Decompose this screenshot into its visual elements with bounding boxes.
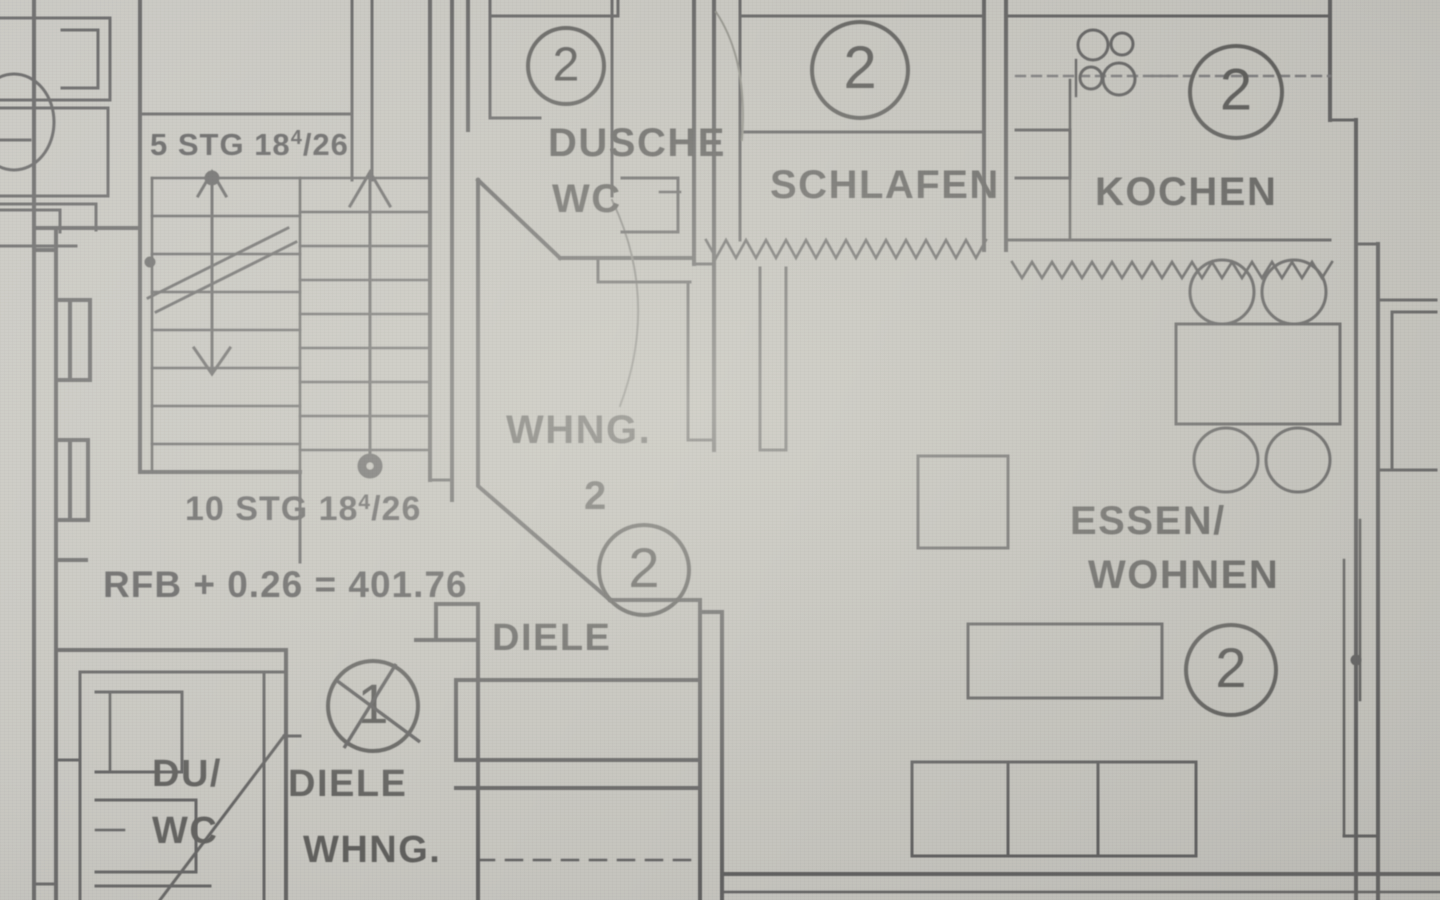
room-label-du_wc_a: DU/ (152, 753, 222, 795)
marker-number: 2 (843, 34, 876, 101)
room-label-schlafen: SCHLAFEN (770, 163, 1000, 207)
marker-number: 2 (1220, 57, 1252, 122)
room-label-whng1: WHNG. (303, 829, 441, 871)
room-label-wohnen: WOHNEN (1088, 553, 1279, 597)
marker-number: 2 (553, 38, 580, 91)
stair-note-upper: 5 STG 184/26 (150, 127, 349, 162)
room-label-essen: ESSEN/ (1070, 499, 1226, 543)
stair-note-lower: 10 STG 184/26 (185, 490, 421, 528)
floor-level-note: RFB + 0.26 = 401.76 (103, 564, 468, 605)
room-label-whng2b: 2 (584, 474, 608, 518)
room-label-wc: WC (552, 177, 622, 221)
stair-node-dot (144, 256, 156, 268)
room-label-diele2: DIELE (288, 763, 407, 805)
room-label-du_wc_b: WC (152, 810, 218, 852)
room-label-kochen: KOCHEN (1095, 170, 1277, 214)
room-label-dusche: DUSCHE (548, 121, 726, 165)
room-label-diele1: DIELE (492, 617, 611, 659)
room-label-whng2a: WHNG. (506, 408, 651, 452)
marker-number: 2 (1215, 636, 1246, 699)
marker-number: 2 (628, 536, 659, 599)
